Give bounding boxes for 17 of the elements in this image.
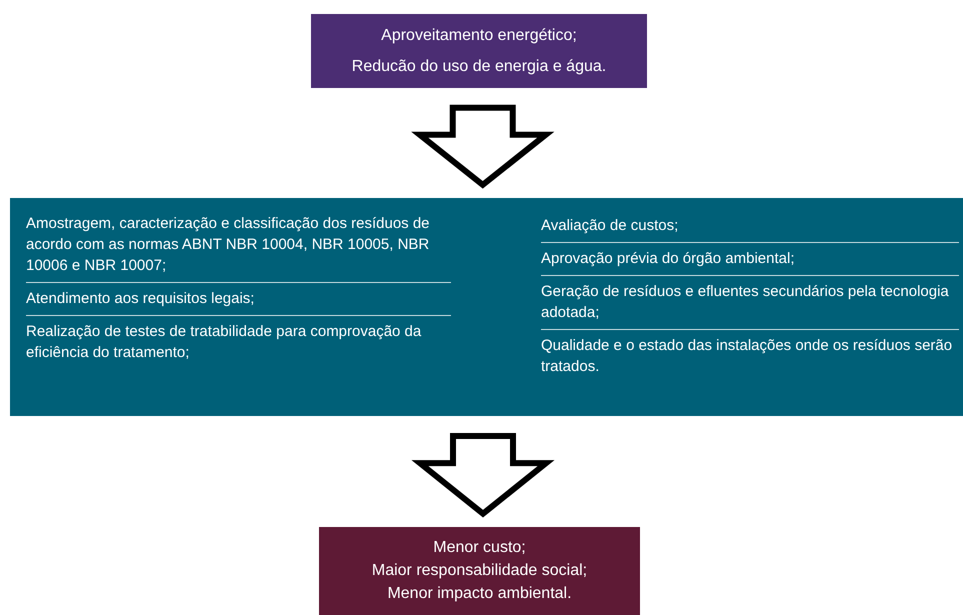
- block-arrow: [411, 432, 555, 518]
- box-text: Maior responsabilidade social;: [370, 561, 588, 581]
- criteria-text: Avaliação de custos;: [541, 210, 959, 243]
- box-text: Reducão do uso de energia e água.: [350, 57, 608, 77]
- criteria-text: Qualidade e o estado das instalações onde os resíduos serão tratados.: [541, 336, 954, 377]
- criteria-text: Atendimento aos requisitos legais;: [26, 283, 451, 316]
- box-text: Menor impacto ambiental.: [386, 584, 573, 604]
- block-arrow: [411, 104, 554, 189]
- criteria-text: Amostragem, caracterização e classificação dos resíduos de acordo com as normas ABNT NBR 10004, NBR 10005, NBR 10006 e NBR 10007;: [26, 208, 451, 283]
- criteria-text: Geração de resíduos e efluentes secundários pela tecnologia adotada;: [541, 276, 959, 330]
- box-text: Aproveitamento energético;: [380, 26, 578, 46]
- criteria-panel: [10, 198, 963, 416]
- criteria-text: Realização de testes de tratabilidade para comprovação da eficiência do tratamento;: [26, 322, 422, 363]
- process-box: [319, 527, 640, 615]
- criteria-text: Aprovação prévia do órgão ambiental;: [541, 243, 959, 276]
- box-text: Menor custo;: [432, 538, 527, 558]
- process-box: [311, 14, 647, 88]
